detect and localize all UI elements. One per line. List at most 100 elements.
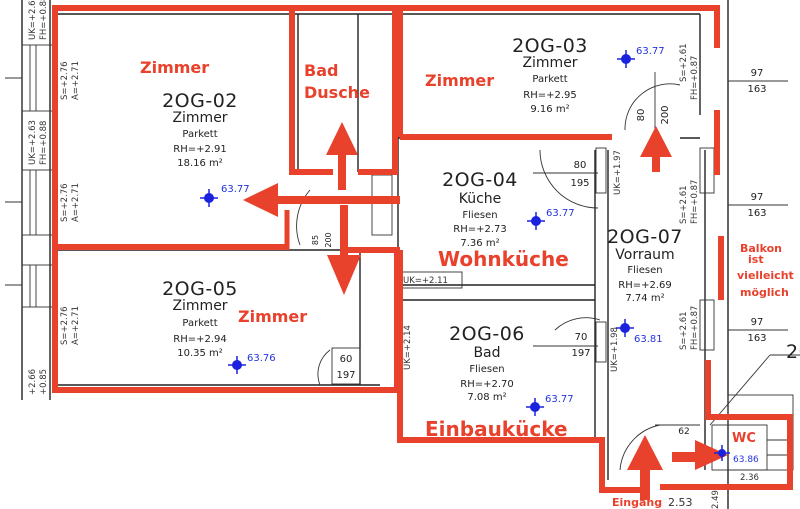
door-width: 85 xyxy=(311,235,320,245)
annotation-eingang: Eingang xyxy=(612,496,662,509)
room-03-rh: RH=+2.95 xyxy=(523,90,577,101)
wall-label: S=+2.61 xyxy=(679,185,689,224)
annotation-zimmer: Zimmer xyxy=(425,71,494,90)
arrow-down-zimmer-icon xyxy=(327,205,361,295)
annotation-balkon: möglich xyxy=(740,286,789,299)
elevation-marker-icon xyxy=(527,212,545,230)
room-06-floor: Fliesen xyxy=(469,364,504,375)
elevation-markers: 63.77 63.77 63.77 63.76 63.77 63.81 63.8… xyxy=(200,46,759,465)
door-width: 80 xyxy=(636,109,647,122)
red-annotations: Zimmer Bad Dusche Zimmer Wohnküche Zimme… xyxy=(140,58,794,509)
annotation-einbaukuecke: Einbaukücke xyxy=(425,417,568,441)
room-02-label: 2OG-02 Zimmer Parkett RH=+2.91 18.16 m² xyxy=(162,90,237,169)
room-03-area: 9.16 m² xyxy=(530,104,569,115)
wall-label: S=+2.61 xyxy=(679,311,689,350)
door-width: 62 xyxy=(678,427,689,437)
wall-label: FH=+0.87 xyxy=(690,306,700,350)
room-05-rh: RH=+2.94 xyxy=(173,334,227,345)
arrow-up-bad-icon xyxy=(326,122,358,190)
room-05-name: Zimmer xyxy=(172,298,227,314)
window-dimensions: 97 163 97 163 97 163 xyxy=(747,68,766,344)
annotation-zimmer: Zimmer xyxy=(238,307,307,326)
annotation-balkon: vielleicht xyxy=(737,269,794,282)
annotation-zimmer: Zimmer xyxy=(140,58,209,77)
room-05-code: 2OG-05 xyxy=(162,278,238,300)
room-05-label: 2OG-05 Zimmer Parkett RH=+2.94 10.35 m² xyxy=(162,278,238,359)
annotation-balkon: Balkon xyxy=(740,242,782,255)
room-05-area: 10.35 m² xyxy=(177,348,223,359)
wall-label: FH=+0.88 xyxy=(39,121,49,165)
wall-label: UK=+1.97 xyxy=(613,150,623,195)
room-03-elevation: 63.77 xyxy=(636,46,665,57)
annotation-wohnkueche: Wohnküche xyxy=(438,247,569,271)
door-height: 197 xyxy=(336,370,355,381)
arrow-left-zimmer-icon xyxy=(243,183,400,217)
room-02-elevation: 63.77 xyxy=(221,184,250,195)
elevation-marker-icon xyxy=(200,189,218,207)
wall-label: A=+2.71 xyxy=(71,306,81,345)
door-height: 200 xyxy=(324,232,333,247)
wall-label: UK=+2.63 xyxy=(28,0,38,40)
door-height: 197 xyxy=(571,348,590,359)
room-05-floor: Parkett xyxy=(182,318,217,329)
window-height: 163 xyxy=(747,208,766,219)
room-03-floor: Parkett xyxy=(532,74,567,85)
room-07-code: 2OG-07 xyxy=(607,226,683,248)
elevation-marker-icon xyxy=(617,50,635,68)
wall-label: UK=+2.63 xyxy=(28,120,38,165)
room-06-area: 7.08 m² xyxy=(467,392,506,403)
door-dimensions: 80 195 60 197 70 197 80 200 85 200 62 xyxy=(311,105,690,437)
wall-label: A=+2.71 xyxy=(71,183,81,222)
red-room-outlines xyxy=(52,5,793,493)
room-06-rh: RH=+2.70 xyxy=(460,379,514,390)
wall-label: FH=+0.87 xyxy=(690,180,700,224)
room-03-label: 2OG-03 Zimmer Parkett RH=+2.95 9.16 m² xyxy=(512,35,588,115)
annotation-dusche: Dusche xyxy=(304,83,370,102)
wall-height-labels: UK=+2.11 UK=+2.14 UK=+1.97 UK=+1.98 UK=+… xyxy=(28,0,759,509)
wall-label: 2.36 xyxy=(740,473,759,483)
door-height: 200 xyxy=(660,105,671,124)
wall-label: FH=+0.88 xyxy=(39,0,49,40)
room-03-code: 2OG-03 xyxy=(512,35,588,57)
room-04-name: Küche xyxy=(459,191,502,207)
room-02-floor: Parkett xyxy=(182,129,217,140)
room-04-label: 2OG-04 Küche Fliesen RH=+2.73 7.36 m² xyxy=(442,169,518,249)
wall-label: UK=+2.14 xyxy=(403,325,413,370)
room-04-rh: RH=+2.73 xyxy=(453,224,507,235)
room-07-elevation: 63.81 xyxy=(634,334,663,345)
wall-label: 2.49 xyxy=(711,490,721,509)
neighbor-code-partial: 20 xyxy=(786,341,800,363)
room-07-floor: Fliesen xyxy=(627,265,662,276)
room-07-rh: RH=+2.69 xyxy=(618,280,672,291)
window-height: 163 xyxy=(747,333,766,344)
room-06-elevation: 63.77 xyxy=(545,394,574,405)
room-06-code: 2OG-06 xyxy=(449,323,525,345)
room-04-floor: Fliesen xyxy=(462,210,497,221)
room-06-label: 2OG-06 Bad Fliesen RH=+2.70 7.08 m² xyxy=(449,323,525,403)
room-02-name: Zimmer xyxy=(172,110,227,126)
window-width: 97 xyxy=(751,68,764,79)
wall-label: 2.53 xyxy=(668,496,693,509)
room-07-label: 2OG-07 Vorraum Fliesen RH=+2.69 7.74 m² xyxy=(607,226,683,304)
red-arrows xyxy=(243,122,728,500)
elevation-marker-icon xyxy=(228,356,246,374)
wall-label: S=+2.61 xyxy=(679,43,689,82)
window-width: 97 xyxy=(751,192,764,203)
wall-label: UK=+1.98 xyxy=(610,327,620,372)
room-04-code: 2OG-04 xyxy=(442,169,518,191)
room-04-elevation: 63.77 xyxy=(546,208,575,219)
wall-label: S=+2.76 xyxy=(60,61,70,100)
wall-label: A=+2.71 xyxy=(71,61,81,100)
room-04-area: 7.36 m² xyxy=(460,238,499,249)
arrow-up-zimmer03-icon xyxy=(640,126,672,172)
wall-label: +2.66 xyxy=(28,369,38,395)
elevation-marker-icon xyxy=(526,398,544,416)
room-06-name: Bad xyxy=(473,345,500,361)
annotation-balkon: ist xyxy=(748,253,764,266)
wall-label: +0.85 xyxy=(39,369,49,395)
annotation-wc: WC xyxy=(732,431,756,446)
annotation-bad: Bad xyxy=(304,61,338,80)
room-07-area: 7.74 m² xyxy=(625,293,664,304)
wc-elevation: 63.86 xyxy=(733,455,759,465)
